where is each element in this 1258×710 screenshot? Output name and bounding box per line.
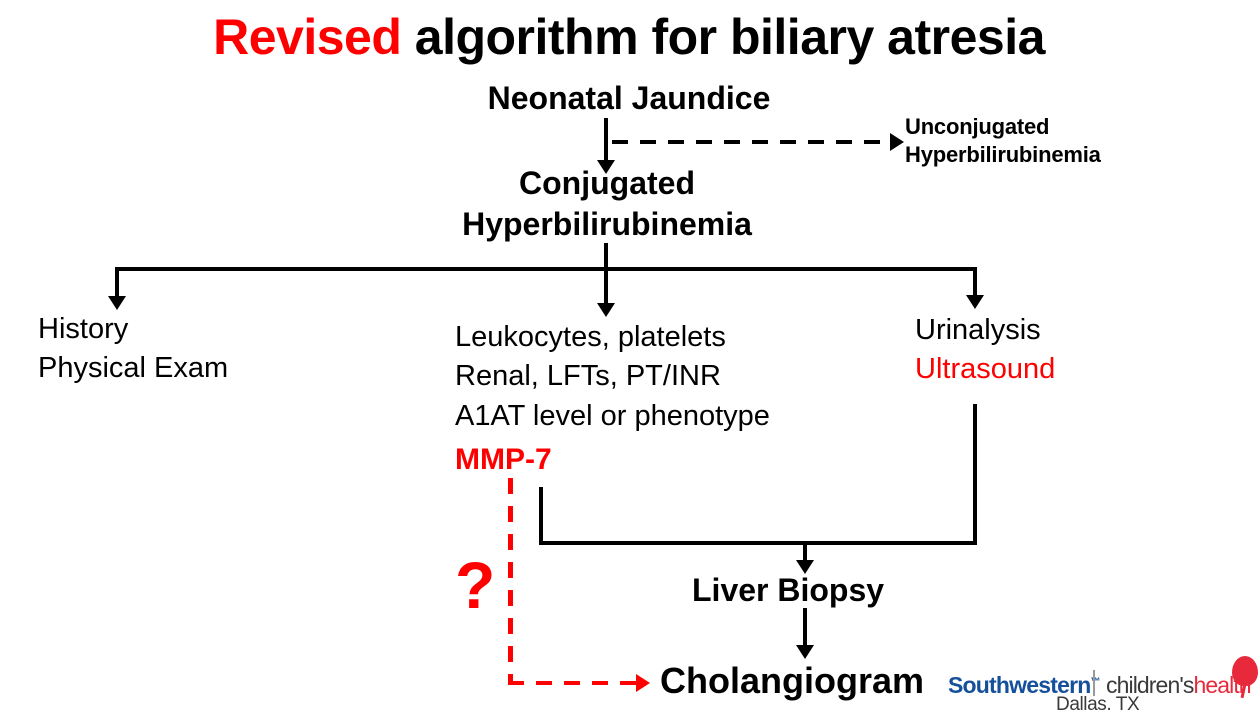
page-title: Revised algorithm for biliary atresia bbox=[0, 8, 1258, 66]
logo-divider bbox=[1093, 670, 1095, 696]
node-urinalysis-label: Urinalysis bbox=[915, 314, 1041, 346]
connector-conjugated-stem bbox=[604, 243, 608, 271]
title-highlight: Revised bbox=[213, 9, 402, 65]
connector-neonatal-to-conjugated-line bbox=[604, 118, 608, 168]
connector-cholangiogram-arrowhead bbox=[796, 645, 814, 659]
connector-mmp7-arrowhead bbox=[636, 674, 650, 692]
node-mmp7: MMP-7 bbox=[455, 443, 552, 476]
title-rest: algorithm for biliary atresia bbox=[401, 9, 1046, 65]
connector-merge-bar bbox=[539, 541, 977, 545]
node-lab-workup: Leukocytes, platelets Renal, LFTs, PT/IN… bbox=[455, 321, 770, 432]
childrens-wordmark: children's bbox=[1106, 672, 1194, 698]
connector-labs-arrowhead bbox=[597, 303, 615, 317]
connector-liver-biopsy-line bbox=[803, 541, 807, 567]
connector-mmp7-dashed-vertical bbox=[508, 478, 513, 684]
ut-southwestern-logo: Southwestern™ bbox=[948, 672, 1101, 699]
connector-history-line bbox=[115, 267, 119, 303]
node-ultrasound-label: Ultrasound bbox=[915, 353, 1056, 386]
connector-merge-left-leg bbox=[539, 487, 543, 545]
connector-three-way-split-bar bbox=[115, 267, 977, 271]
node-conjugated-hyperbilirubinemia: Conjugated Hyperbilirubinemia bbox=[462, 165, 752, 242]
connector-mmp7-dashed-horizontal bbox=[508, 681, 640, 685]
trademark-symbol: ™ bbox=[1090, 676, 1100, 688]
ut-southwestern-wordmark: Southwestern bbox=[948, 672, 1091, 698]
connector-unconjugated-arrowhead bbox=[890, 133, 904, 151]
connector-unconjugated-dashed-line bbox=[612, 140, 892, 144]
connector-history-arrowhead bbox=[108, 296, 126, 310]
node-neonatal-jaundice: Neonatal Jaundice bbox=[487, 80, 771, 116]
connector-merge-right-leg bbox=[973, 404, 977, 545]
connector-labs-line bbox=[604, 267, 608, 309]
node-unconjugated-hyperbilirubinemia: Unconjugated Hyperbilirubinemia bbox=[905, 114, 1101, 167]
connector-urinalysis-arrowhead bbox=[966, 295, 984, 309]
node-question-mark: ? bbox=[455, 548, 496, 622]
connector-liver-biopsy-arrowhead bbox=[796, 560, 814, 574]
connector-cholangiogram-line bbox=[803, 608, 807, 648]
balloon-icon bbox=[1232, 656, 1258, 686]
node-history-physical-exam: History Physical Exam bbox=[38, 313, 229, 385]
connector-urinalysis-line bbox=[973, 267, 977, 301]
node-cholangiogram: Cholangiogram bbox=[660, 660, 925, 701]
logo-city-label: Dallas, TX bbox=[1056, 694, 1140, 710]
node-liver-biopsy: Liver Biopsy bbox=[692, 572, 885, 608]
footer-logos: Southwestern™ children'shealth Dallas, T… bbox=[948, 656, 1258, 710]
connector-neonatal-to-conjugated-arrowhead bbox=[597, 160, 615, 174]
